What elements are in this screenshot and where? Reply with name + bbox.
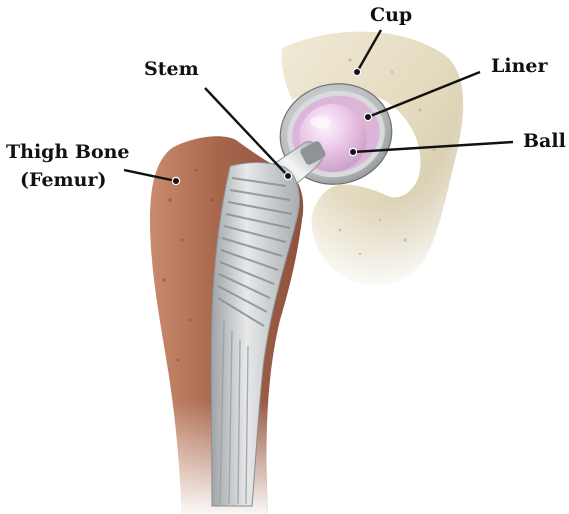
ball-pointer-dot bbox=[349, 148, 356, 155]
femoral-stem bbox=[211, 140, 327, 506]
thigh-bone-label: Thigh Bone (Femur) bbox=[6, 141, 136, 191]
liner-label: Liner bbox=[491, 55, 548, 77]
liner-pointer-dot bbox=[364, 113, 371, 120]
stem-pointer-dot bbox=[284, 172, 291, 179]
cup-pointer-dot bbox=[353, 68, 360, 75]
stem-label: Stem bbox=[144, 58, 199, 80]
thigh-bone-pointer-dot bbox=[172, 177, 179, 184]
thigh-bone-label-line1: Thigh Bone bbox=[6, 141, 130, 163]
thigh-bone-label-line2: (Femur) bbox=[20, 169, 106, 191]
cup-label: Cup bbox=[370, 4, 412, 26]
ball-label: Ball bbox=[523, 130, 566, 152]
